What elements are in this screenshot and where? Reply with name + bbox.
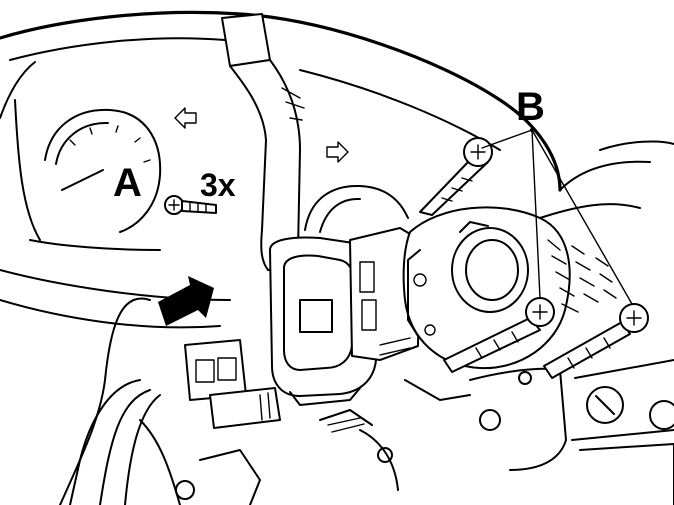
- label-a: A: [113, 161, 142, 205]
- screw-b-upper: [419, 137, 493, 216]
- instrument-cluster: [0, 10, 562, 329]
- screw-b-middle: [443, 297, 555, 373]
- screw-b-lower: [543, 303, 649, 379]
- label-b-leader-lines: [481, 128, 633, 305]
- turn-right-indicator-icon: [326, 141, 349, 163]
- combination-switch-icon: [269, 227, 421, 406]
- screw-icon: [164, 195, 217, 215]
- label-quantity: 3x: [200, 167, 236, 203]
- lower-dash-panel: [319, 359, 674, 505]
- label-b: B: [516, 85, 545, 129]
- gauge-icon: [44, 108, 162, 233]
- steering-column-icon: [402, 140, 674, 370]
- combination-switch-lever: [221, 13, 305, 271]
- tachometer-gauge-icon: [304, 184, 409, 233]
- wiring-connector-icon: [59, 297, 281, 505]
- turn-left-indicator-icon: [174, 107, 197, 129]
- arrow-icon: [158, 276, 214, 326]
